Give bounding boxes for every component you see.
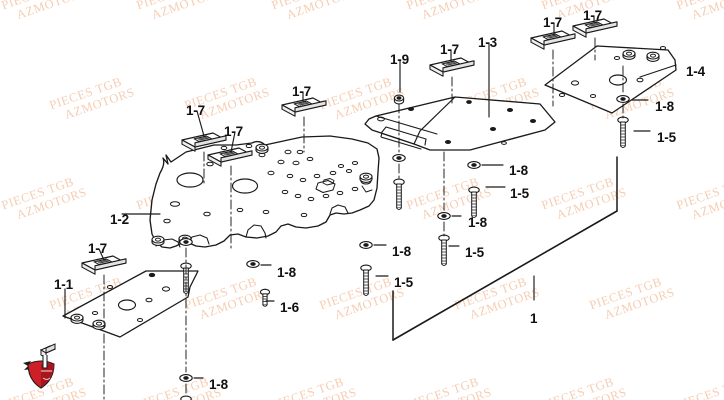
- part-label-1-8: 1-8: [468, 215, 487, 230]
- part-label-1-8: 1-8: [277, 265, 296, 280]
- washer-a: [392, 153, 406, 163]
- part-label-1-8: 1-8: [655, 99, 674, 114]
- washer-g: [179, 373, 193, 383]
- bolt-b: [468, 186, 480, 219]
- washer-e: [359, 240, 373, 250]
- part-label-1-6: 1-6: [280, 300, 299, 315]
- bolt-f-short: [259, 288, 271, 307]
- part-label-1-7: 1-7: [224, 124, 243, 139]
- part-label-1-3: 1-3: [478, 35, 497, 50]
- washer-b: [467, 160, 481, 170]
- part-label-1-4: 1-4: [686, 64, 705, 79]
- washer-c: [616, 94, 630, 104]
- washer-d: [437, 211, 451, 221]
- part-label-1-7: 1-7: [292, 84, 311, 99]
- part-label-1-8: 1-8: [509, 163, 528, 178]
- part-1-2-main-chassis-plate: [149, 135, 380, 249]
- centre-lines: [103, 37, 624, 400]
- bolt-g: [180, 395, 192, 400]
- bolt-e: [360, 264, 372, 297]
- washer-f: [246, 259, 260, 269]
- part-label-1-5: 1-5: [657, 130, 676, 145]
- part-1-3-trapezoid-plate: [364, 96, 556, 151]
- part-label-1-8: 1-8: [392, 244, 411, 259]
- bolt-c: [617, 116, 629, 149]
- leader-lines: [64, 15, 677, 379]
- part-1-9-collar-nut: [393, 94, 405, 105]
- part-1-1-side-plate-left: [62, 270, 199, 338]
- part-label-1-7: 1-7: [88, 241, 107, 256]
- part-label-1-7: 1-7: [186, 103, 205, 118]
- part-label-1-5: 1-5: [465, 245, 484, 260]
- bolt-d: [438, 234, 450, 267]
- part-label-1-7: 1-7: [543, 15, 562, 30]
- part-label-1-1: 1-1: [54, 277, 73, 292]
- azmotors-shield-logo: [23, 343, 57, 389]
- part-label-1-2: 1-2: [110, 212, 129, 227]
- part-1-long-rail-bar: [392, 156, 618, 341]
- part-label-1-8: 1-8: [209, 377, 228, 392]
- bolt-a: [393, 178, 405, 211]
- part-label-1-9: 1-9: [390, 52, 409, 67]
- part-label-1-7: 1-7: [440, 42, 459, 57]
- part-label-1-5: 1-5: [394, 275, 413, 290]
- part-label-1: 1: [530, 311, 538, 326]
- part-1-4-side-plate-right: [544, 45, 677, 114]
- part-label-1-7: 1-7: [583, 8, 602, 23]
- part-label-1-5: 1-5: [510, 186, 529, 201]
- washer-i: [179, 237, 193, 247]
